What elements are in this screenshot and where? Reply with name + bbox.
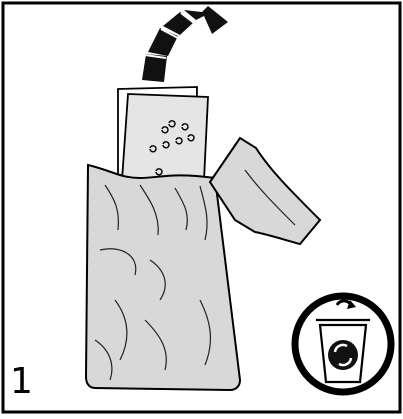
recycle-bin-icon [295, 296, 391, 392]
front-card [122, 94, 208, 180]
step-number: 1 [10, 362, 33, 402]
